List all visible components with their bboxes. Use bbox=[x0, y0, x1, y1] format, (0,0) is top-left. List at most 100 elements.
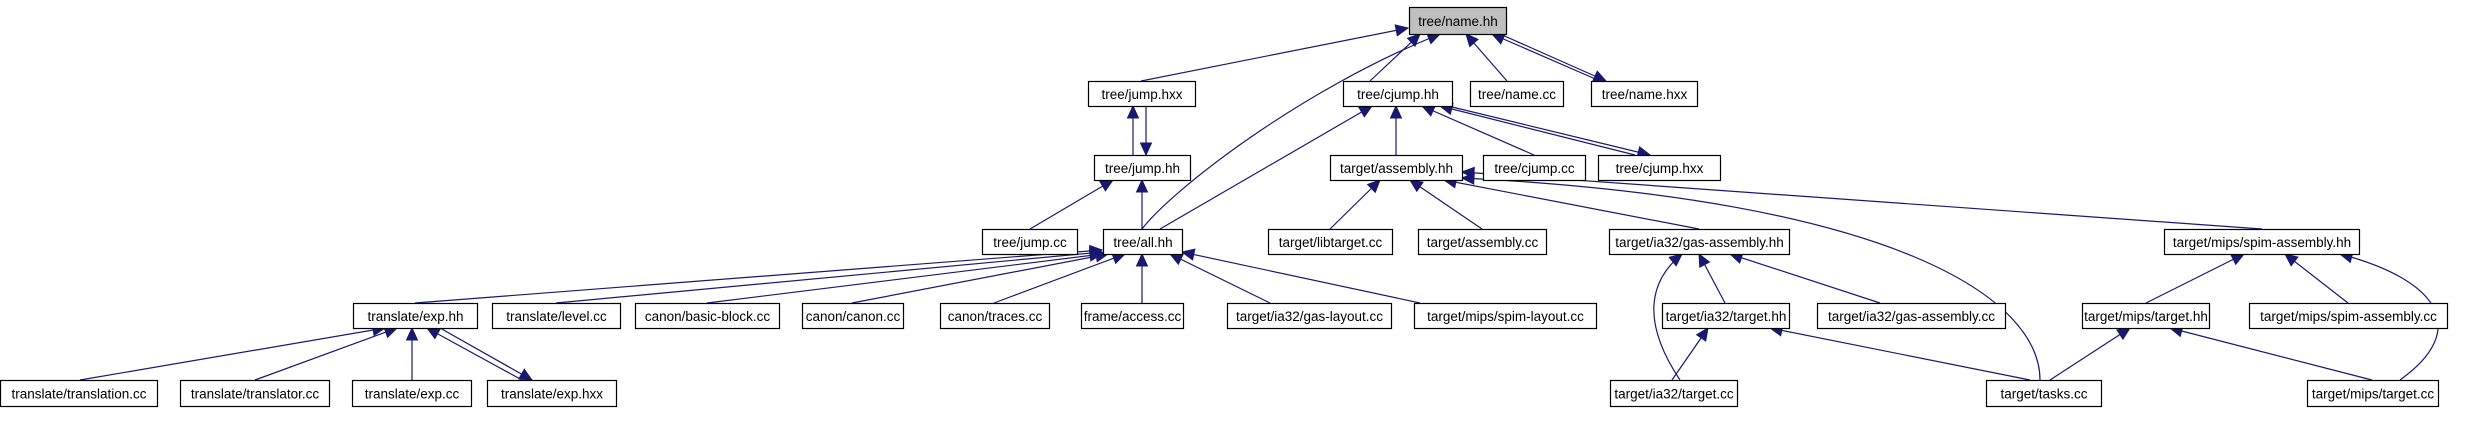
edge-line bbox=[1499, 33, 1607, 82]
node-exp-cc[interactable]: translate/exp.cc bbox=[351, 379, 473, 408]
edge-arrowhead bbox=[1126, 104, 1140, 119]
edge-mips_target_cc-to-mips_target_hh bbox=[2168, 325, 2373, 381]
edge-arrowhead bbox=[1698, 252, 1711, 268]
node-cjump-hxx[interactable]: tree/cjump.hxx bbox=[1597, 154, 1722, 182]
node-jump-cc[interactable]: tree/jump.cc bbox=[981, 228, 1079, 256]
node-ia32-target-hh[interactable]: target/ia32/target.hh bbox=[1661, 302, 1791, 330]
node-box bbox=[352, 302, 479, 330]
node-box bbox=[2248, 302, 2449, 330]
edge-exp_hh-to-exp_hxx bbox=[439, 327, 534, 381]
node-box bbox=[1816, 302, 2007, 330]
node-label: target/assembly.cc bbox=[1427, 235, 1539, 250]
edge-line bbox=[1159, 105, 1373, 230]
node-name-cc[interactable]: tree/name.cc bbox=[1469, 80, 1565, 108]
node-name-hxx[interactable]: tree/name.hxx bbox=[1590, 80, 1699, 108]
node-mips-spim-asm-cc[interactable]: target/mips/spim-assembly.cc bbox=[2248, 302, 2449, 330]
node-label: tree/all.hh bbox=[1113, 235, 1172, 250]
edge-line bbox=[1653, 253, 1683, 381]
node-basic-block-cc[interactable]: canon/basic-block.cc bbox=[634, 302, 781, 330]
edge-line bbox=[1421, 105, 1535, 156]
edge-line bbox=[1447, 105, 1651, 156]
node-label: tree/cjump.hxx bbox=[1616, 161, 1704, 176]
node-box bbox=[1226, 302, 1393, 330]
node-box bbox=[2081, 302, 2211, 330]
node-label: target/ia32/gas-layout.cc bbox=[1236, 309, 1383, 324]
node-level-cc[interactable]: translate/level.cc bbox=[491, 302, 622, 330]
node-jump-hxx[interactable]: tree/jump.hxx bbox=[1087, 80, 1197, 108]
edge-arrowhead bbox=[405, 326, 419, 341]
node-box bbox=[486, 379, 618, 408]
edge-ia32_gas_asm_hh-to-assembly_hh bbox=[1442, 176, 1700, 230]
node-assembly-cc[interactable]: target/assembly.cc bbox=[1417, 228, 1548, 256]
node-ia32-gas-asm-hh[interactable]: target/ia32/gas-assembly.hh bbox=[1608, 228, 1791, 256]
node-box bbox=[1482, 154, 1587, 182]
edge-line bbox=[2145, 253, 2245, 304]
edge-arrowhead bbox=[1099, 179, 1115, 192]
node-box bbox=[1469, 80, 1565, 108]
node-mips-target-cc[interactable]: target/mips/target.cc bbox=[2306, 379, 2440, 408]
node-access-cc[interactable]: frame/access.cc bbox=[1080, 302, 1185, 330]
node-label: tree/jump.hxx bbox=[1101, 87, 1182, 102]
node-box bbox=[0, 379, 159, 408]
node-all-hh[interactable]: tree/all.hh bbox=[1102, 228, 1184, 256]
node-mips-target-hh[interactable]: target/mips/target.hh bbox=[2081, 302, 2211, 330]
node-cjump-cc[interactable]: tree/cjump.cc bbox=[1482, 154, 1587, 182]
edge-arrowhead bbox=[1668, 253, 1683, 267]
edge-line bbox=[1141, 33, 1441, 230]
node-label: target/mips/spim-assembly.hh bbox=[2173, 235, 2351, 250]
node-mips-spim-asm-hh[interactable]: target/mips/spim-assembly.hh bbox=[2163, 228, 2361, 256]
edge-arrowhead bbox=[1366, 179, 1381, 194]
edge-line bbox=[2169, 327, 2373, 381]
edge-jump_hh-to-jump_hxx bbox=[1126, 104, 1140, 155]
edge-cjump_hh-to-name_hh bbox=[1369, 33, 1421, 82]
edge-mips_spim_asm_cc-to-mips_spim_asm_hh bbox=[2284, 253, 2349, 304]
node-box bbox=[1267, 228, 1394, 256]
node-cjump-hh[interactable]: tree/cjump.hh bbox=[1342, 80, 1454, 108]
node-ia32-gas-layout-cc[interactable]: target/ia32/gas-layout.cc bbox=[1226, 302, 1393, 330]
node-canon-cc[interactable]: canon/canon.cc bbox=[801, 302, 905, 330]
node-label: translate/exp.hxx bbox=[501, 387, 603, 402]
edge-arrowhead bbox=[1409, 179, 1424, 193]
node-label: canon/basic-block.cc bbox=[645, 309, 771, 324]
node-translator-cc[interactable]: translate/translator.cc bbox=[179, 379, 331, 408]
edge-arrowhead bbox=[2230, 253, 2246, 266]
edge-tasks_cc-to-assembly_hh bbox=[1460, 172, 2041, 381]
edge-arrowhead bbox=[1135, 178, 1149, 193]
node-box bbox=[1590, 80, 1699, 108]
edge-line bbox=[1169, 253, 1271, 304]
node-box bbox=[1608, 228, 1791, 256]
node-box bbox=[1408, 6, 1508, 36]
edge-line bbox=[993, 253, 1126, 304]
node-label: target/mips/target.cc bbox=[2312, 387, 2435, 402]
node-box bbox=[801, 302, 905, 330]
node-exp-hh[interactable]: translate/exp.hh bbox=[352, 302, 479, 330]
node-label: tree/name.cc bbox=[1478, 87, 1556, 102]
edge-line bbox=[254, 327, 398, 381]
node-name-hh[interactable]: tree/name.hh bbox=[1408, 6, 1508, 36]
node-tasks-cc[interactable]: target/tasks.cc bbox=[1985, 379, 2103, 408]
edge-arrowhead bbox=[2284, 253, 2299, 267]
edge-line bbox=[1729, 253, 1881, 304]
node-label: tree/cjump.cc bbox=[1494, 161, 1575, 176]
node-ia32-target-cc[interactable]: target/ia32/target.cc bbox=[1609, 379, 1739, 408]
node-box bbox=[1102, 228, 1184, 256]
edge-exp_hxx-to-exp_hh bbox=[425, 327, 523, 381]
edge-line bbox=[79, 327, 386, 381]
node-libtarget-cc[interactable]: target/libtarget.cc bbox=[1267, 228, 1394, 256]
edge-ia32_gas_layout_cc-to-all_hh bbox=[1168, 253, 1271, 304]
node-translation-cc[interactable]: translate/translation.cc bbox=[0, 379, 159, 408]
node-jump-hh[interactable]: tree/jump.hh bbox=[1093, 154, 1192, 182]
node-traces-cc[interactable]: canon/traces.cc bbox=[939, 302, 1051, 330]
edge-arrowhead bbox=[1460, 172, 1475, 185]
node-label: translate/translation.cc bbox=[11, 387, 146, 402]
edge-line bbox=[851, 253, 1109, 304]
node-exp-hxx[interactable]: translate/exp.hxx bbox=[486, 379, 618, 408]
edge-line bbox=[1461, 171, 2263, 230]
node-assembly-hh[interactable]: target/assembly.hh bbox=[1329, 154, 1464, 182]
edge-arrowhead bbox=[2116, 327, 2132, 341]
node-mips-spim-layout-cc[interactable]: target/mips/spim-layout.cc bbox=[1413, 302, 1598, 330]
node-label: tree/cjump.hh bbox=[1357, 87, 1439, 102]
edge-ia32_target_hh-to-ia32_gas_asm_hh bbox=[1698, 252, 1726, 304]
node-ia32-gas-asm-cc[interactable]: target/ia32/gas-assembly.cc bbox=[1816, 302, 2007, 330]
